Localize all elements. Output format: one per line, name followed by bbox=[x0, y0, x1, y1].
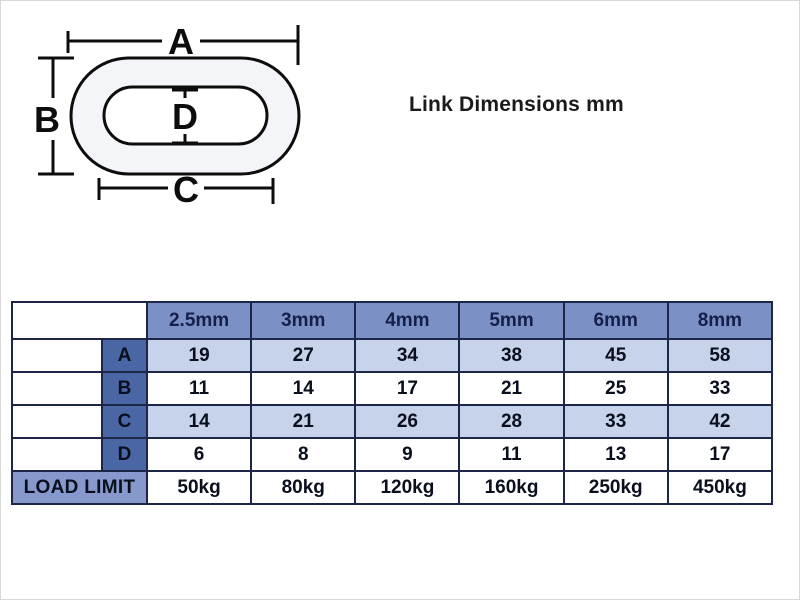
cell-load-8mm: 450kg bbox=[666, 470, 774, 505]
cell-b-6mm: 25 bbox=[562, 371, 669, 406]
cell-b-3mm: 14 bbox=[250, 371, 357, 406]
blank-cell bbox=[11, 371, 103, 406]
column-header-5mm: 5mm bbox=[458, 301, 565, 340]
cell-c-4mm: 26 bbox=[354, 404, 461, 439]
page-title: Link Dimensions mm bbox=[409, 93, 624, 116]
cell-b-4mm: 17 bbox=[354, 371, 461, 406]
table-row-load-limit: LOAD LIMIT 50kg 80kg 120kg 160kg 250kg 4… bbox=[11, 470, 774, 505]
dim-label-b: B bbox=[34, 99, 60, 140]
blank-cell bbox=[11, 437, 103, 472]
cell-d-8mm: 17 bbox=[666, 437, 774, 472]
row-label-d: D bbox=[101, 437, 148, 472]
blank-cell bbox=[11, 338, 103, 373]
chain-link-diagram: A B D C bbox=[34, 21, 301, 210]
cell-c-6mm: 33 bbox=[562, 404, 669, 439]
cell-load-3mm: 80kg bbox=[250, 470, 357, 505]
dimension-lines bbox=[38, 25, 300, 204]
column-header-6mm: 6mm bbox=[562, 301, 669, 340]
cell-b-8mm: 33 bbox=[666, 371, 774, 406]
dim-label-d: D bbox=[172, 96, 198, 137]
row-label-a: A bbox=[101, 338, 148, 373]
cell-a-4mm: 34 bbox=[354, 338, 461, 373]
cell-d-5mm: 11 bbox=[458, 437, 565, 472]
cell-c-5mm: 28 bbox=[458, 404, 565, 439]
cell-load-5mm: 160kg bbox=[458, 470, 565, 505]
row-label-load-limit: LOAD LIMIT bbox=[11, 470, 148, 505]
cell-a-8mm: 58 bbox=[666, 338, 774, 373]
cell-load-4mm: 120kg bbox=[354, 470, 461, 505]
table-row-c: C 14 21 26 28 33 42 bbox=[11, 404, 774, 439]
cell-a-3mm: 27 bbox=[250, 338, 357, 373]
cell-d-2-5mm: 6 bbox=[145, 437, 253, 472]
dim-label-a: A bbox=[168, 21, 194, 62]
cell-c-3mm: 21 bbox=[250, 404, 357, 439]
row-label-c: C bbox=[101, 404, 148, 439]
table-row-a: A 19 27 34 38 45 58 bbox=[11, 338, 774, 373]
cell-load-6mm: 250kg bbox=[562, 470, 669, 505]
column-header-8mm: 8mm bbox=[666, 301, 774, 340]
cell-d-4mm: 9 bbox=[354, 437, 461, 472]
dimensions-table: 2.5mm 3mm 4mm 5mm 6mm 8mm A 19 27 34 38 … bbox=[11, 301, 774, 505]
table-header-row: 2.5mm 3mm 4mm 5mm 6mm 8mm bbox=[11, 301, 774, 340]
cell-a-2-5mm: 19 bbox=[145, 338, 253, 373]
blank-cell bbox=[11, 301, 148, 340]
table-row-b: B 11 14 17 21 25 33 bbox=[11, 371, 774, 406]
link-outline bbox=[69, 56, 301, 176]
table-row-d: D 6 8 9 11 13 17 bbox=[11, 437, 774, 472]
dim-label-c: C bbox=[173, 169, 199, 210]
row-label-b: B bbox=[101, 371, 148, 406]
blank-cell bbox=[11, 404, 103, 439]
column-header-4mm: 4mm bbox=[354, 301, 461, 340]
cell-b-2-5mm: 11 bbox=[145, 371, 253, 406]
cell-b-5mm: 21 bbox=[458, 371, 565, 406]
cell-c-2-5mm: 14 bbox=[145, 404, 253, 439]
column-header-3mm: 3mm bbox=[250, 301, 357, 340]
cell-c-8mm: 42 bbox=[666, 404, 774, 439]
cell-a-6mm: 45 bbox=[562, 338, 669, 373]
cell-d-6mm: 13 bbox=[562, 437, 669, 472]
column-header-2-5mm: 2.5mm bbox=[145, 301, 253, 340]
cell-a-5mm: 38 bbox=[458, 338, 565, 373]
cell-d-3mm: 8 bbox=[250, 437, 357, 472]
cell-load-2-5mm: 50kg bbox=[145, 470, 253, 505]
